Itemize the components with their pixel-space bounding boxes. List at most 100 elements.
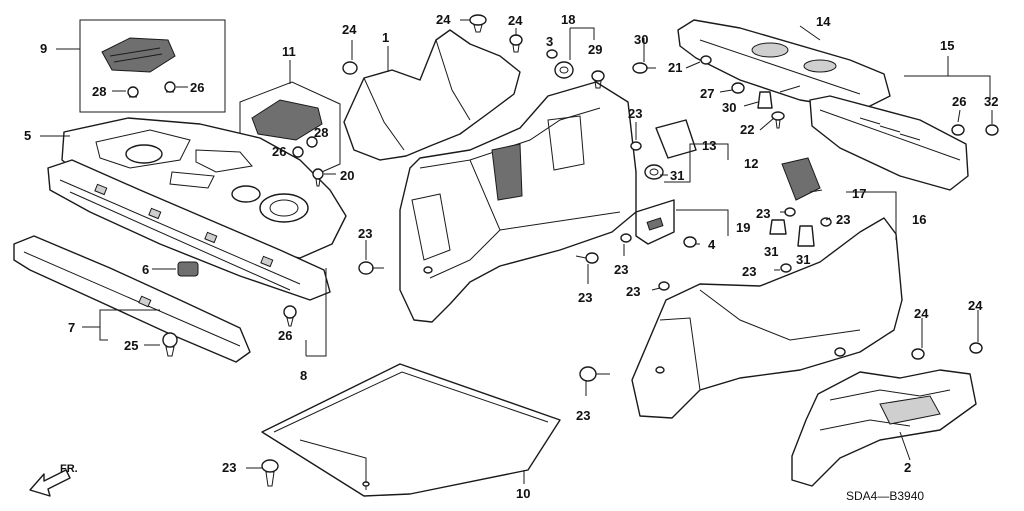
callout-11: 11 bbox=[282, 44, 296, 59]
callout-23-d: 23 bbox=[628, 106, 642, 121]
clip-23-h bbox=[780, 263, 792, 273]
callout-8: 8 bbox=[300, 368, 307, 383]
callout-16: 16 bbox=[912, 212, 926, 227]
callout-23-h: 23 bbox=[742, 264, 756, 279]
part-16-lining bbox=[631, 217, 903, 419]
clip-23-b bbox=[575, 252, 599, 264]
callout-31-c: 31 bbox=[796, 252, 810, 267]
clip-28-b bbox=[306, 136, 318, 148]
front-arrow-icon bbox=[29, 469, 71, 497]
clip-24-a bbox=[342, 61, 358, 75]
callout-12: 12 bbox=[744, 156, 758, 171]
clip-21 bbox=[700, 55, 712, 65]
callout-1: 1 bbox=[382, 30, 389, 45]
callout-10: 10 bbox=[516, 486, 530, 501]
callout-28-a: 28 bbox=[92, 84, 106, 99]
part-9-frame bbox=[79, 19, 226, 113]
part-19-panel bbox=[635, 199, 675, 245]
clip-29 bbox=[591, 70, 605, 89]
clip-27 bbox=[731, 82, 745, 94]
callout-32: 32 bbox=[984, 94, 998, 109]
callout-31-a: 31 bbox=[670, 168, 684, 183]
clip-31-c bbox=[797, 225, 815, 247]
clip-24-c bbox=[509, 34, 523, 53]
clip-23-i bbox=[579, 366, 610, 382]
callout-15: 15 bbox=[940, 38, 954, 53]
clip-6 bbox=[177, 261, 199, 277]
clip-26-a bbox=[164, 81, 176, 93]
part-11-cover bbox=[251, 99, 323, 141]
callout-24-d: 24 bbox=[914, 306, 929, 321]
clip-24-e bbox=[969, 342, 983, 354]
callout-24-a: 24 bbox=[342, 22, 357, 37]
diagram-code: SDA4—B3940 bbox=[846, 489, 924, 503]
callout-23-f: 23 bbox=[756, 206, 770, 221]
callout-22: 22 bbox=[740, 122, 754, 137]
callout-23-j: 23 bbox=[222, 460, 236, 475]
callout-23-i: 23 bbox=[576, 408, 590, 423]
callout-3: 3 bbox=[546, 34, 553, 49]
leader-lines bbox=[40, 19, 993, 484]
callout-21: 21 bbox=[668, 60, 682, 75]
callout-24-e: 24 bbox=[968, 298, 983, 313]
clip-23-c bbox=[620, 233, 632, 243]
callout-26-d: 26 bbox=[952, 94, 966, 109]
callout-labels: 9 28 26 5 11 28 26 20 6 7 25 26 8 24 1 2… bbox=[24, 12, 998, 501]
part-9-cover-ribs bbox=[109, 47, 163, 63]
callout-20: 20 bbox=[340, 168, 354, 183]
callout-13: 13 bbox=[702, 138, 716, 153]
clip-3 bbox=[546, 49, 558, 59]
callout-9: 9 bbox=[40, 41, 47, 56]
callout-26-b: 26 bbox=[272, 144, 286, 159]
clip-23-e bbox=[658, 281, 670, 291]
clip-23-j bbox=[261, 459, 279, 487]
callout-14: 14 bbox=[816, 14, 831, 29]
clip-20 bbox=[312, 168, 324, 187]
part-9-cover bbox=[101, 37, 176, 73]
clip-30-b bbox=[757, 91, 773, 109]
clip-25 bbox=[162, 332, 178, 357]
callout-30-b: 30 bbox=[722, 100, 736, 115]
callout-28-b: 28 bbox=[314, 125, 328, 140]
clip-30-a bbox=[632, 62, 656, 74]
clip-23-a bbox=[358, 261, 384, 275]
clip-26-b bbox=[292, 146, 304, 158]
part-17-cover bbox=[781, 157, 821, 201]
clip-23-g bbox=[820, 217, 832, 227]
part-10-floor-mat bbox=[261, 363, 561, 497]
part-14-trim bbox=[677, 19, 891, 111]
part-15-strip bbox=[809, 95, 969, 191]
callout-29: 29 bbox=[588, 42, 602, 57]
clip-32 bbox=[985, 124, 999, 136]
callout-25: 25 bbox=[124, 338, 138, 353]
clip-26-c bbox=[283, 305, 297, 327]
callout-24-b: 24 bbox=[436, 12, 451, 27]
callout-4: 4 bbox=[708, 237, 716, 252]
clip-31-a bbox=[644, 164, 664, 180]
clip-23-d bbox=[630, 141, 642, 151]
callout-23-g: 23 bbox=[836, 212, 850, 227]
callout-18: 18 bbox=[561, 12, 575, 27]
clip-24-b bbox=[469, 14, 487, 33]
part-1-lining bbox=[343, 29, 521, 161]
part-8-shelf-lower bbox=[47, 159, 331, 301]
clip-23-f bbox=[784, 207, 796, 217]
callout-23-c: 23 bbox=[614, 262, 628, 277]
callout-27: 27 bbox=[700, 86, 714, 101]
callout-17: 17 bbox=[852, 186, 866, 201]
part-13-cover bbox=[655, 119, 697, 159]
part-5-rear-shelf bbox=[61, 117, 347, 259]
callout-5: 5 bbox=[24, 128, 31, 143]
part-9-group bbox=[79, 19, 226, 113]
callout-23-e: 23 bbox=[626, 284, 640, 299]
callout-6: 6 bbox=[142, 262, 149, 277]
callout-30-a: 30 bbox=[634, 32, 648, 47]
part-7-panel bbox=[13, 235, 251, 363]
clip-22 bbox=[771, 111, 785, 129]
clip-4 bbox=[683, 236, 697, 248]
callout-24-c: 24 bbox=[508, 13, 523, 28]
clip-26-d bbox=[951, 124, 965, 136]
clip-24-d bbox=[911, 348, 925, 360]
clip-28-a bbox=[127, 86, 139, 98]
